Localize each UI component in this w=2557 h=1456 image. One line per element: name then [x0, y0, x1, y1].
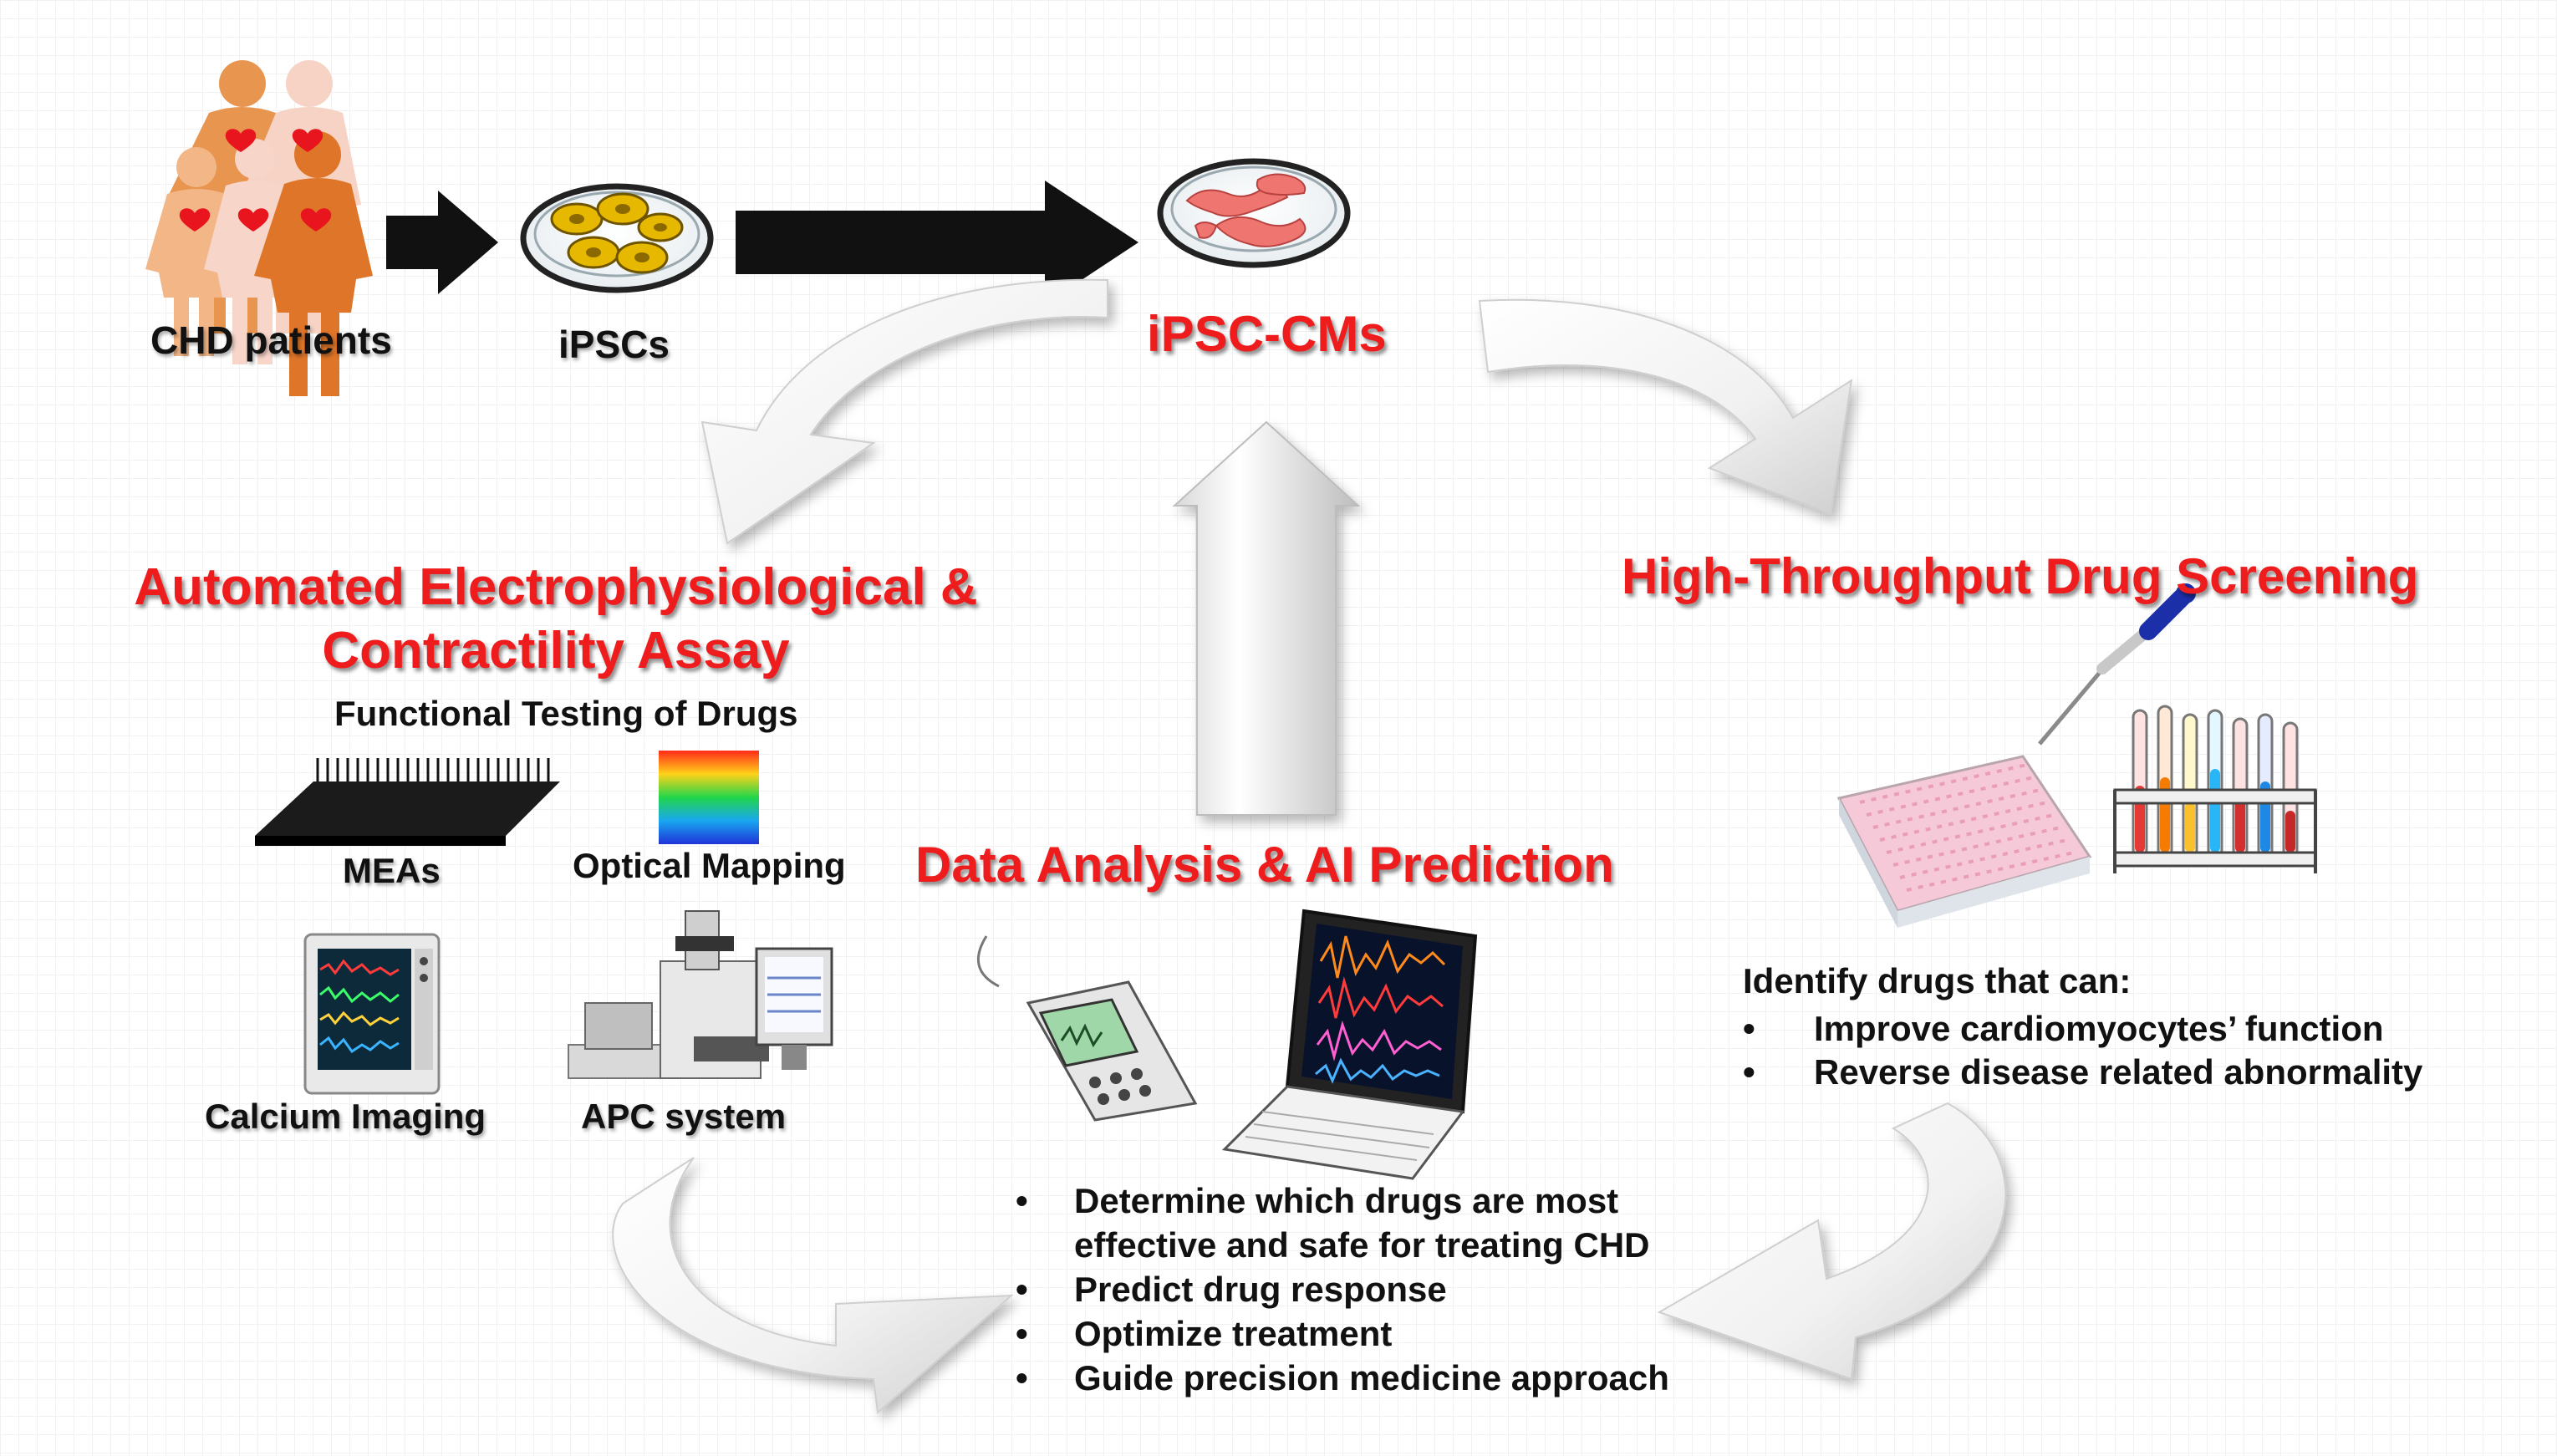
identify-item: • Reverse disease related abnormality [1743, 1051, 2422, 1094]
label-meas: MEAs [343, 851, 441, 890]
handheld-device-icon [976, 935, 1198, 1122]
analysis-item: • Guide precision medicine approach [1016, 1356, 1669, 1400]
hts-title: High-Throughput Drug Screening [1622, 548, 2419, 604]
curved-arrow-cms-to-assay [700, 278, 1108, 545]
identify-heading: Identify drugs that can: [1743, 961, 2132, 1000]
bullet: • [1016, 1270, 1028, 1309]
analysis-item: • Predict drug response [1016, 1267, 1669, 1311]
arrow-patients-to-ipscs [386, 191, 498, 294]
identify-item-text: Improve cardiomyocytes’ function [1814, 1009, 2384, 1048]
assay-title: Automated Electrophysiological & Contrac… [84, 556, 1028, 683]
assay-title-line-2: Contractility Assay [322, 622, 790, 680]
analysis-item-continuation: effective and safe for treating CHD [1016, 1223, 1669, 1267]
curved-arrow-assay-to-analysis [612, 1157, 1014, 1414]
bullet: • [1016, 1314, 1028, 1353]
data-analysis-title: Data Analysis & AI Prediction [915, 837, 1614, 893]
apc-microscope-icon [568, 910, 833, 1079]
assay-title-line-1: Automated Electrophysiological & [134, 558, 978, 616]
identify-list: • Improve cardiomyocytes’ function • Rev… [1743, 1007, 2422, 1094]
bullet: • [1016, 1181, 1028, 1220]
bullet: • [1743, 1052, 1755, 1092]
up-arrow-analysis-to-cms [1172, 420, 1361, 816]
curved-arrow-hts-to-analysis [1657, 1102, 2007, 1381]
arrow-ipscs-to-cms [736, 181, 1138, 304]
cardiomyocyte-dish-icon [1157, 158, 1351, 268]
analysis-item-text: Predict drug response [1074, 1270, 1447, 1309]
analysis-item: • Optimize treatment [1016, 1311, 1669, 1356]
label-apc-system: APC system [581, 1097, 787, 1136]
analysis-item: • Determine which drugs are most [1016, 1179, 1669, 1223]
pipette-icon [2038, 583, 2196, 746]
label-ipsc-cms: iPSC-CMs [1147, 306, 1387, 362]
bullet: • [1016, 1358, 1028, 1397]
well-plate-icon [1836, 755, 2092, 928]
calcium-imager-icon [303, 933, 441, 1095]
identify-item: • Improve cardiomyocytes’ function [1743, 1007, 2422, 1051]
test-tube-rack-icon [2113, 705, 2317, 873]
label-calcium-imaging: Calcium Imaging [205, 1097, 486, 1136]
bullet: • [1743, 1009, 1755, 1048]
label-ipscs: iPSCs [558, 323, 670, 366]
curved-arrow-cms-to-hts [1478, 298, 1853, 516]
label-optical-mapping: Optical Mapping [573, 846, 846, 885]
analysis-list: • Determine which drugs are most effecti… [1016, 1179, 1669, 1400]
analysis-item-text: Guide precision medicine approach [1074, 1358, 1669, 1397]
patients-group-icon [145, 60, 373, 396]
analysis-item-text: Optimize treatment [1074, 1314, 1393, 1353]
optical-map-icon [659, 751, 759, 844]
label-functional-testing: Functional Testing of Drugs [334, 694, 798, 733]
identify-item-text: Reverse disease related abnormality [1814, 1052, 2423, 1092]
analysis-item-text: effective and safe for treating CHD [1074, 1225, 1650, 1265]
label-chd-patients: CHD patients [150, 318, 392, 362]
laptop-icon [1221, 909, 1478, 1180]
mea-chip-icon [255, 758, 560, 846]
analysis-item-text: Determine which drugs are most [1074, 1181, 1619, 1220]
ipsc-dish-icon [520, 183, 714, 293]
